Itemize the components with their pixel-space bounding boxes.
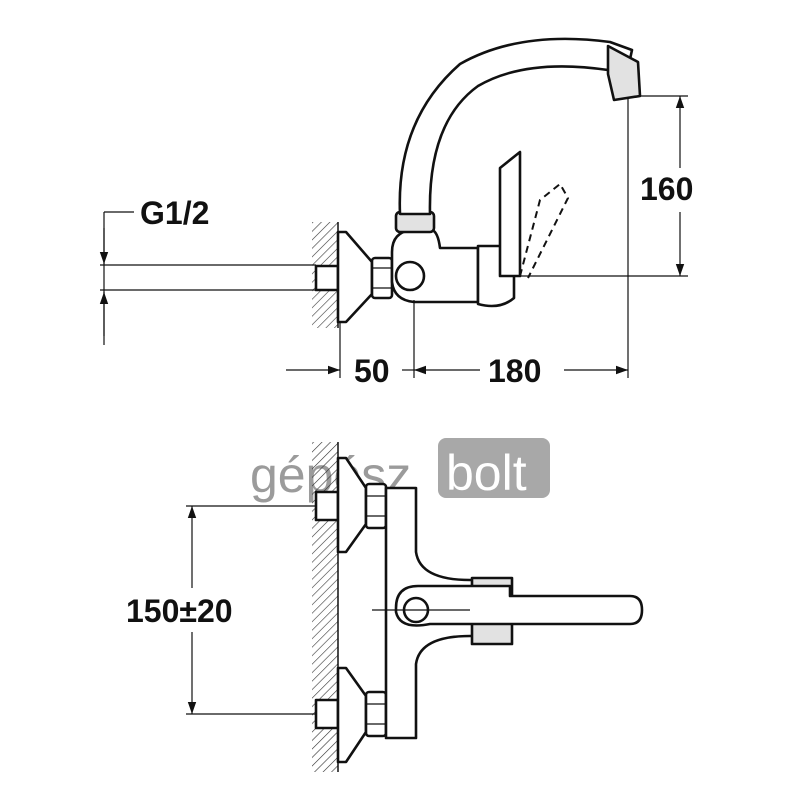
- escutcheon: [336, 230, 374, 324]
- connector-nut: [370, 256, 394, 300]
- spout-plan: [394, 584, 644, 627]
- nut-upper: [364, 482, 388, 530]
- pipe-stub-lower: [314, 698, 340, 730]
- body-boss: [394, 260, 426, 292]
- aerator: [606, 44, 642, 102]
- dim-thread-label: G1/2: [140, 195, 209, 231]
- watermark-text-2: bolt: [446, 445, 527, 501]
- dim-inlet-spacing: 150±20: [126, 506, 233, 714]
- dim-thread: G1/2: [99, 195, 209, 336]
- pipe-stub: [314, 264, 340, 292]
- dim-wall-offset: 50: [286, 353, 414, 389]
- dim-spout-height-label: 160: [640, 171, 693, 207]
- escutcheon-lower: [336, 666, 368, 764]
- dim-spout-reach: 180: [414, 353, 628, 389]
- handle-open-position: [519, 182, 570, 279]
- nut-lower: [364, 690, 388, 738]
- dim-spout-reach-label: 180: [488, 353, 541, 389]
- dim-spout-height: 160: [640, 96, 693, 276]
- spout: [398, 37, 634, 216]
- dim-wall-offset-label: 50: [354, 353, 390, 389]
- dim-inlet-spacing-label: 150±20: [126, 593, 233, 629]
- watermark-badge: [438, 438, 550, 498]
- side-view: [100, 37, 688, 378]
- pipe-stub-upper: [314, 490, 340, 522]
- plan-view: [186, 442, 644, 772]
- handle-lever: [498, 150, 522, 278]
